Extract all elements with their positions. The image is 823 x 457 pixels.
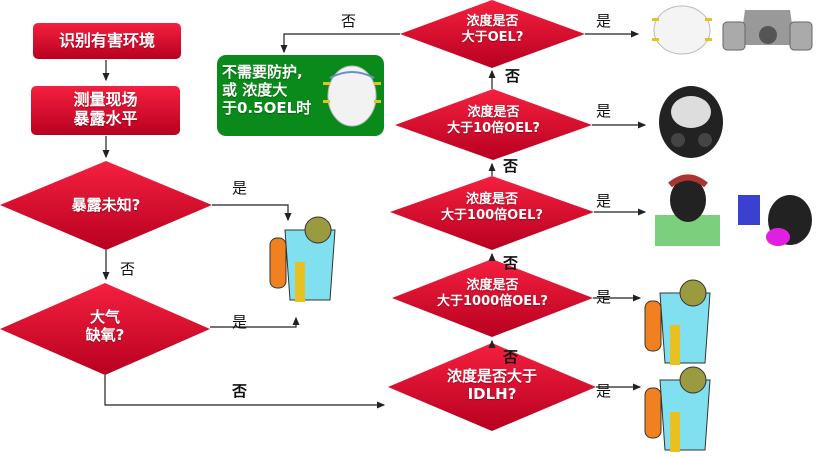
label-no: 否 xyxy=(505,67,521,85)
label-yes: 是 xyxy=(596,102,612,120)
scba-worker-icon xyxy=(644,279,711,366)
diamond-oxygen xyxy=(0,283,210,375)
decision-oel: 浓度是否 大于OEL? xyxy=(461,14,524,45)
label-no: 否 xyxy=(503,348,519,366)
label-no: 否 xyxy=(503,157,519,175)
decision-oel100: 浓度是否 大于100倍OEL? xyxy=(441,192,543,223)
no-protection-text: 不需要防护, 或 浓度大 于0.5OEL时 xyxy=(222,63,312,117)
decision-idlh: 浓度是否大于 IDLH? xyxy=(446,367,537,403)
label-yes: 是 xyxy=(596,192,612,210)
scba-worker-icon xyxy=(269,216,336,302)
papr-respirator-icon xyxy=(655,174,812,246)
connector-arrows xyxy=(102,30,647,409)
label-yes: 是 xyxy=(596,288,612,306)
diamond-oel10 xyxy=(395,89,592,160)
diamond-oel1000 xyxy=(392,259,593,337)
half-mask-respirators-icon xyxy=(652,5,813,55)
diamond-idlh xyxy=(388,343,596,431)
label-yes: 是 xyxy=(596,12,612,30)
measure-box xyxy=(31,86,180,135)
identify-box xyxy=(33,23,181,59)
scba-worker-icon xyxy=(644,366,711,453)
decision-oel1000: 浓度是否 大于1000倍OEL? xyxy=(437,278,548,309)
decision-unknown: 暴露未知? xyxy=(71,196,141,214)
diamond-unknown xyxy=(0,161,212,250)
full-face-respirator-icon xyxy=(659,86,723,158)
decision-oel10: 浓度是否 大于10倍OEL? xyxy=(447,105,540,136)
label-yes: 是 xyxy=(596,382,612,400)
step-identify-hazard: 识别有害环境 xyxy=(58,31,155,50)
label-yes: 是 xyxy=(232,313,248,331)
diamond-oel xyxy=(400,0,585,68)
label-no: 否 xyxy=(120,260,136,278)
diamond-oel100 xyxy=(390,176,594,250)
label-no: 否 xyxy=(232,382,248,400)
disposable-mask-icon xyxy=(323,65,381,127)
label-no: 否 xyxy=(503,254,519,272)
decision-oxygen: 大气 缺氧? xyxy=(85,308,125,344)
label-yes: 是 xyxy=(232,179,248,197)
step-measure-exposure: 测量现场 暴露水平 xyxy=(73,90,138,129)
label-no: 否 xyxy=(341,12,357,30)
